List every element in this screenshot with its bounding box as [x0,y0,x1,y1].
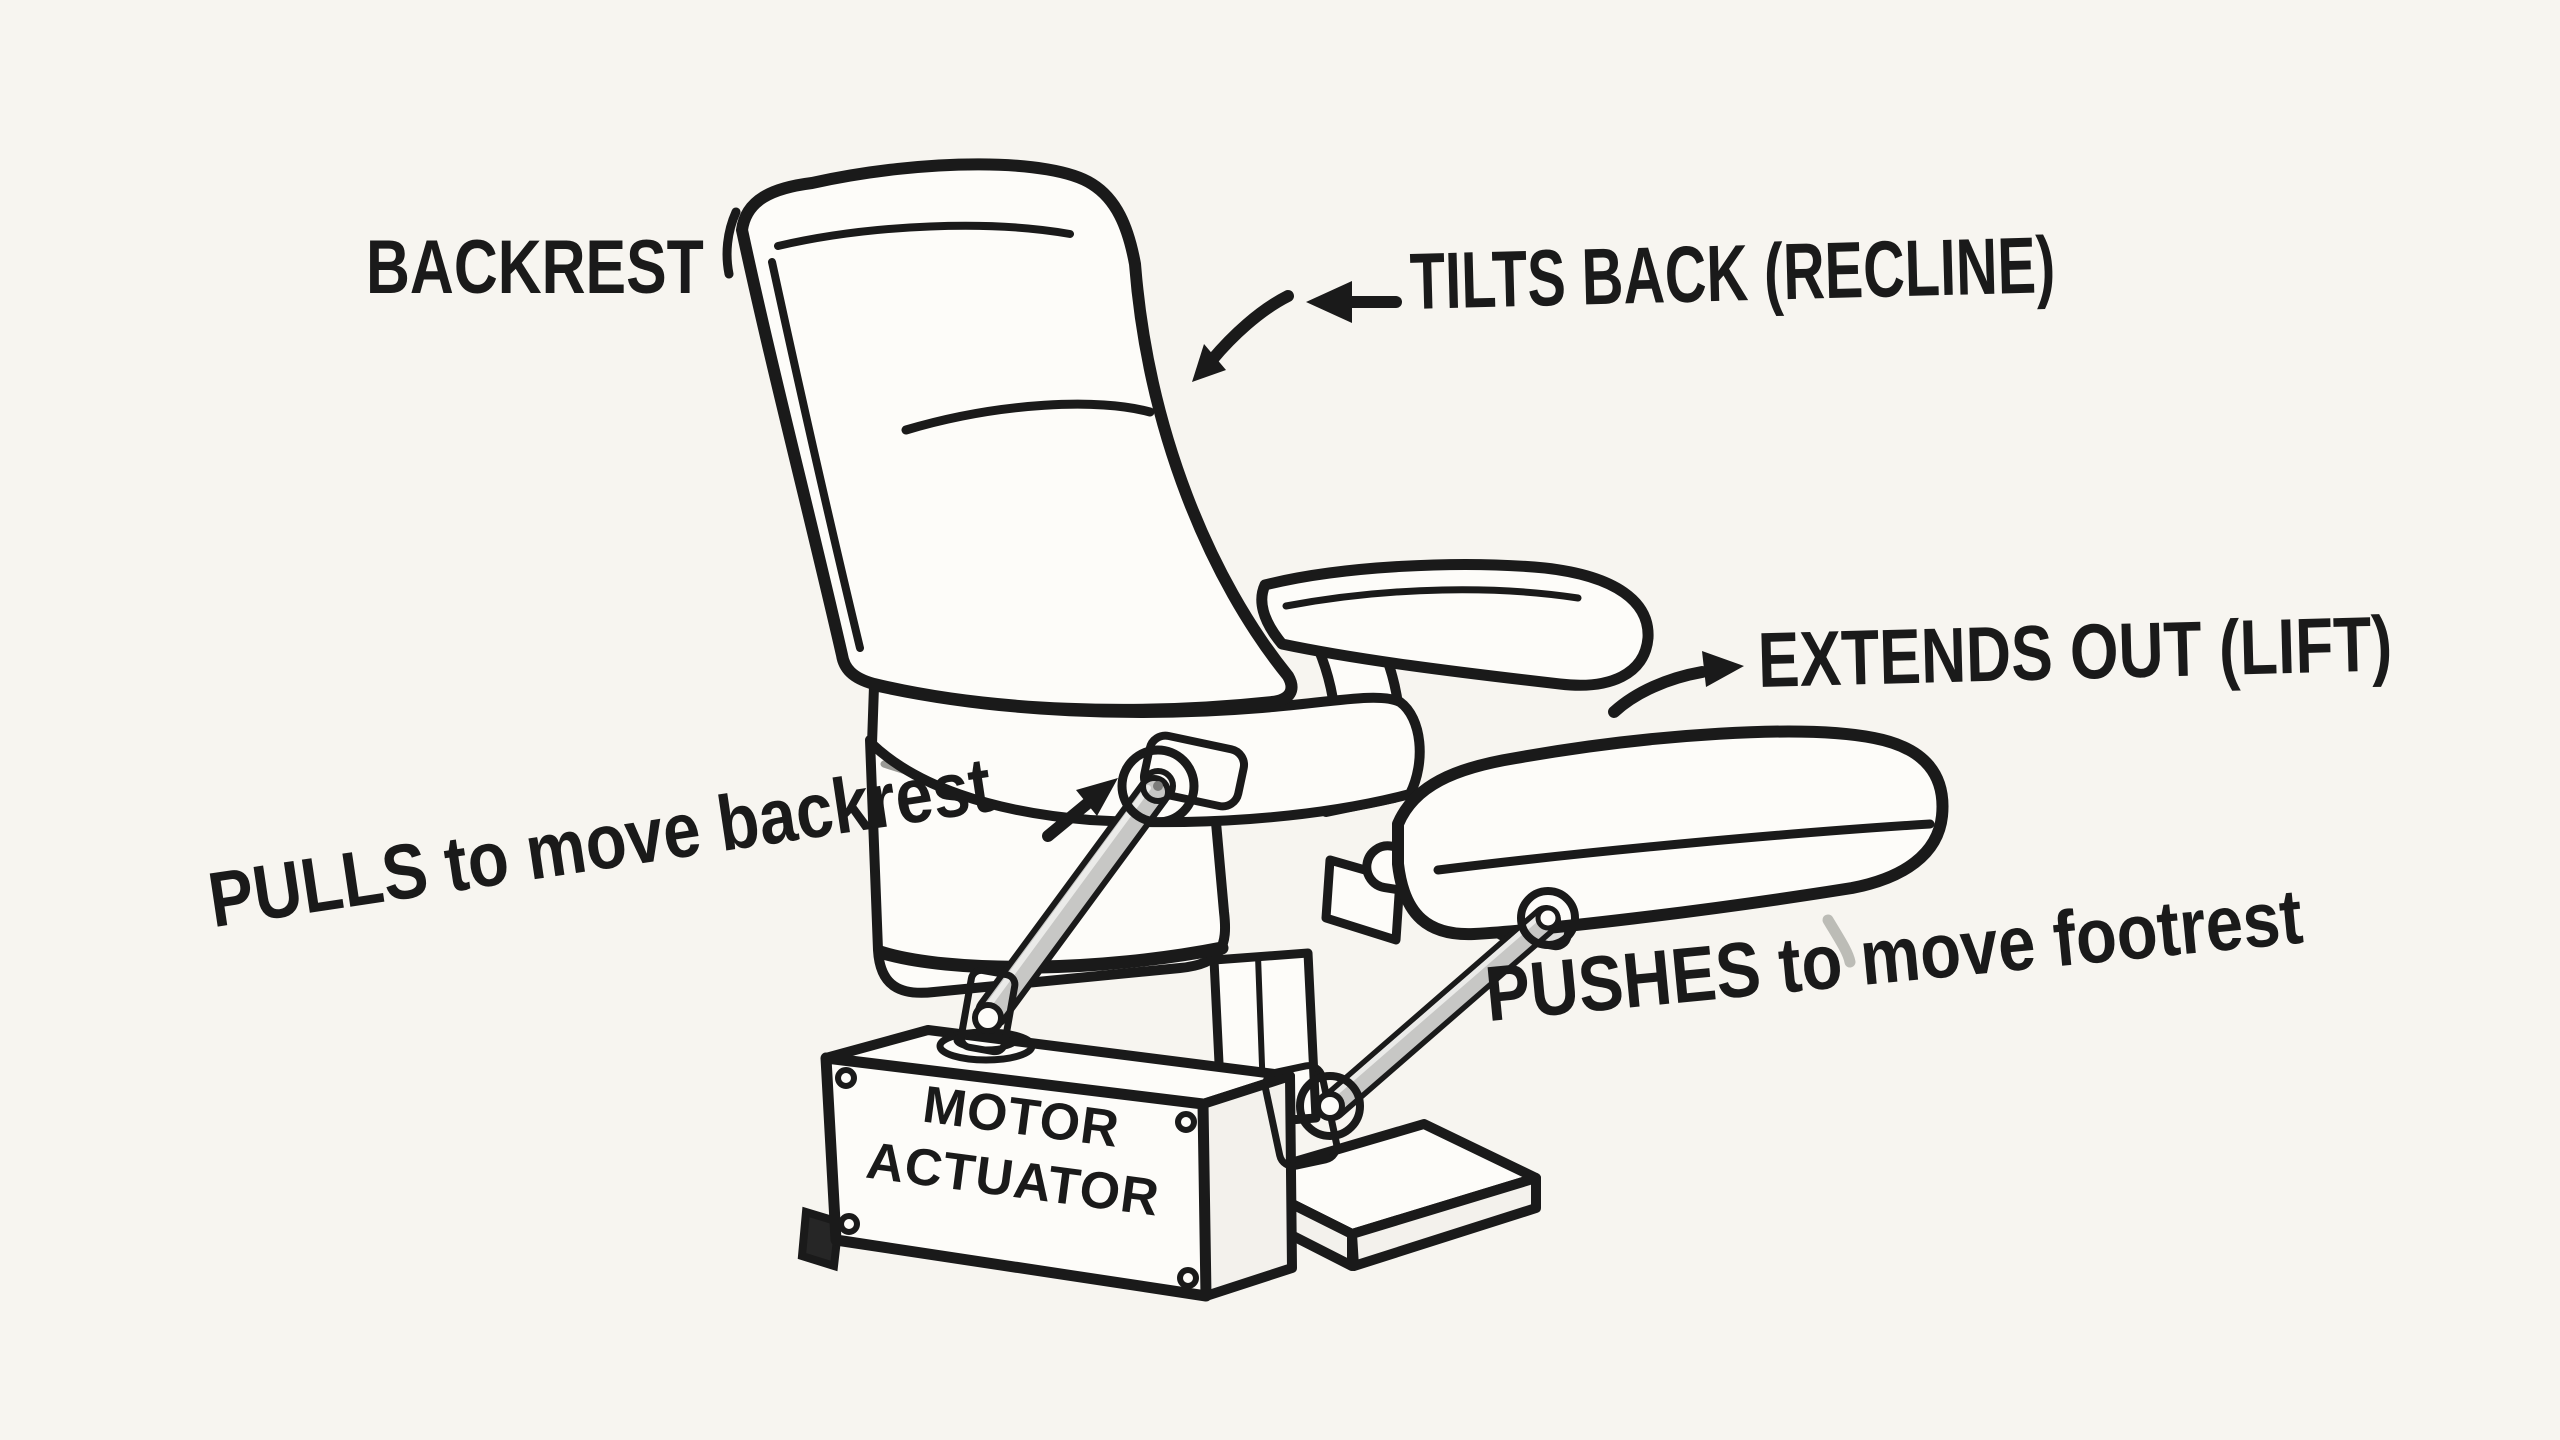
screw-icon [838,1213,860,1235]
backrest-top-crease [774,221,1074,250]
backrest-label: BACKREST [366,225,704,310]
footrest-edge-line [1433,819,1935,875]
backrest-corner-notch [722,207,741,279]
screw-icon [835,1067,857,1089]
push-rod [1261,887,1579,1170]
backrest-seam [901,399,1155,435]
push-rod-lower-joint [1296,1072,1364,1140]
backrest-shape [722,158,1298,716]
recline-curve-arrow-icon [1192,290,1294,382]
backrest-left-piping [768,258,864,652]
stray-gray-mark [1822,914,1856,968]
screw-icon [1175,1111,1197,1133]
screw-icon [1177,1267,1199,1289]
pull-pointer-arrow-icon [1042,778,1118,842]
lift-curve-arrow-icon [1608,651,1744,718]
pull-rod [936,731,1249,1064]
rod-clevis [957,966,1019,1056]
push-rod-upper-joint [1517,887,1579,949]
clevis-pin [972,1002,1004,1034]
recline-pointer-arrow-icon [1306,281,1402,323]
lift-label: EXTENDS OUT (LIFT) [1756,599,2394,704]
annotation-arrows [1042,281,1744,842]
backrest-pivot-joint [1117,745,1199,827]
recline-label: TILTS BACK (RECLINE) [1408,220,2057,326]
footrest-cushion [1392,725,1949,941]
footrest-assembly [1321,725,1949,968]
